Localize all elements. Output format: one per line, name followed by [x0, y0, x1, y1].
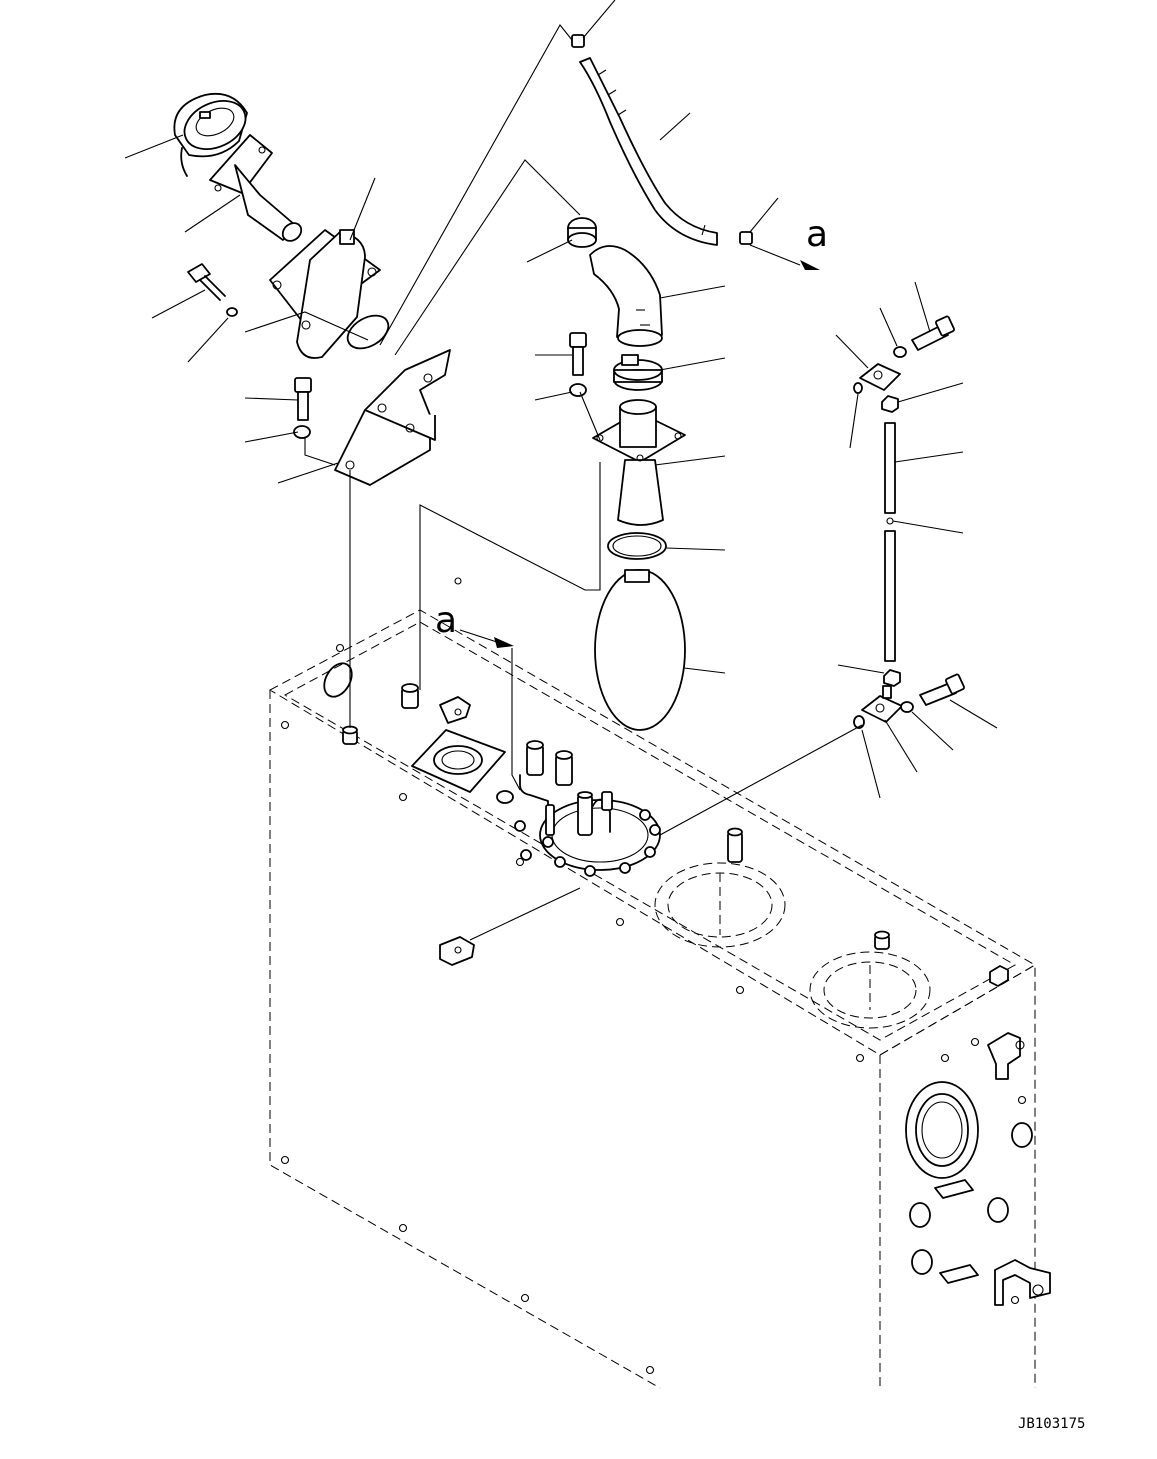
- filler-elbow: [589, 245, 663, 347]
- gauge-washer-lower: [900, 701, 914, 713]
- flange-washer-left: [226, 307, 238, 317]
- strainer-washer: [569, 383, 587, 397]
- view-arrow-tank: [494, 637, 514, 648]
- leader-lines: [124, 0, 998, 799]
- breather-hose: [579, 57, 718, 246]
- view-arrow-top: [800, 260, 820, 270]
- gauge-oring-lower: [853, 715, 865, 729]
- hose-clip-top: [571, 34, 585, 48]
- tank-sight-gauge: [905, 1081, 979, 1179]
- o-ring: [607, 532, 667, 560]
- tank-filler-port: [411, 729, 506, 793]
- bracket-bolt: [294, 377, 312, 421]
- hose-clip-bottom: [739, 231, 753, 245]
- view-marker-tank: a: [435, 600, 457, 641]
- gauge-nut-lower: [883, 669, 901, 687]
- tank-top-pipes: [496, 740, 573, 804]
- strainer-bag: [594, 569, 686, 731]
- gauge-tube: [884, 422, 896, 662]
- gauge-oring-upper: [853, 382, 863, 394]
- filler-bracket: [334, 349, 451, 486]
- fuel-tank: [268, 577, 1051, 1389]
- elbow-cap: [567, 217, 597, 248]
- gauge-elbow-lower: [861, 685, 903, 723]
- filler-cap: [173, 92, 248, 177]
- tank-sender-plate: [514, 774, 661, 877]
- drawing-reference: JB103175: [1018, 1416, 1085, 1432]
- tank-side-bosses: [909, 1122, 1033, 1284]
- gauge-bolt-upper: [911, 315, 955, 351]
- strainer-adapter: [592, 399, 686, 526]
- filler-flange-pipe: [269, 229, 390, 359]
- strainer-bolt: [569, 332, 587, 376]
- view-marker-top: a: [806, 214, 828, 255]
- gauge-elbow-upper: [859, 363, 901, 391]
- flange-bolt-left: [187, 263, 226, 301]
- gauge-nut-upper: [881, 395, 899, 413]
- assembly-lines: [244, 24, 863, 941]
- tank-side-bracket-top: [987, 965, 1025, 1080]
- gauge-bolt-lower: [919, 673, 965, 706]
- tank-inspection-openings: [654, 862, 931, 1029]
- hose-clamp: [613, 354, 663, 391]
- bracket-washer: [293, 425, 311, 439]
- filler-neck: [209, 134, 303, 242]
- tank-bolt-holes: [280, 577, 1027, 1375]
- gauge-washer-upper: [893, 346, 907, 358]
